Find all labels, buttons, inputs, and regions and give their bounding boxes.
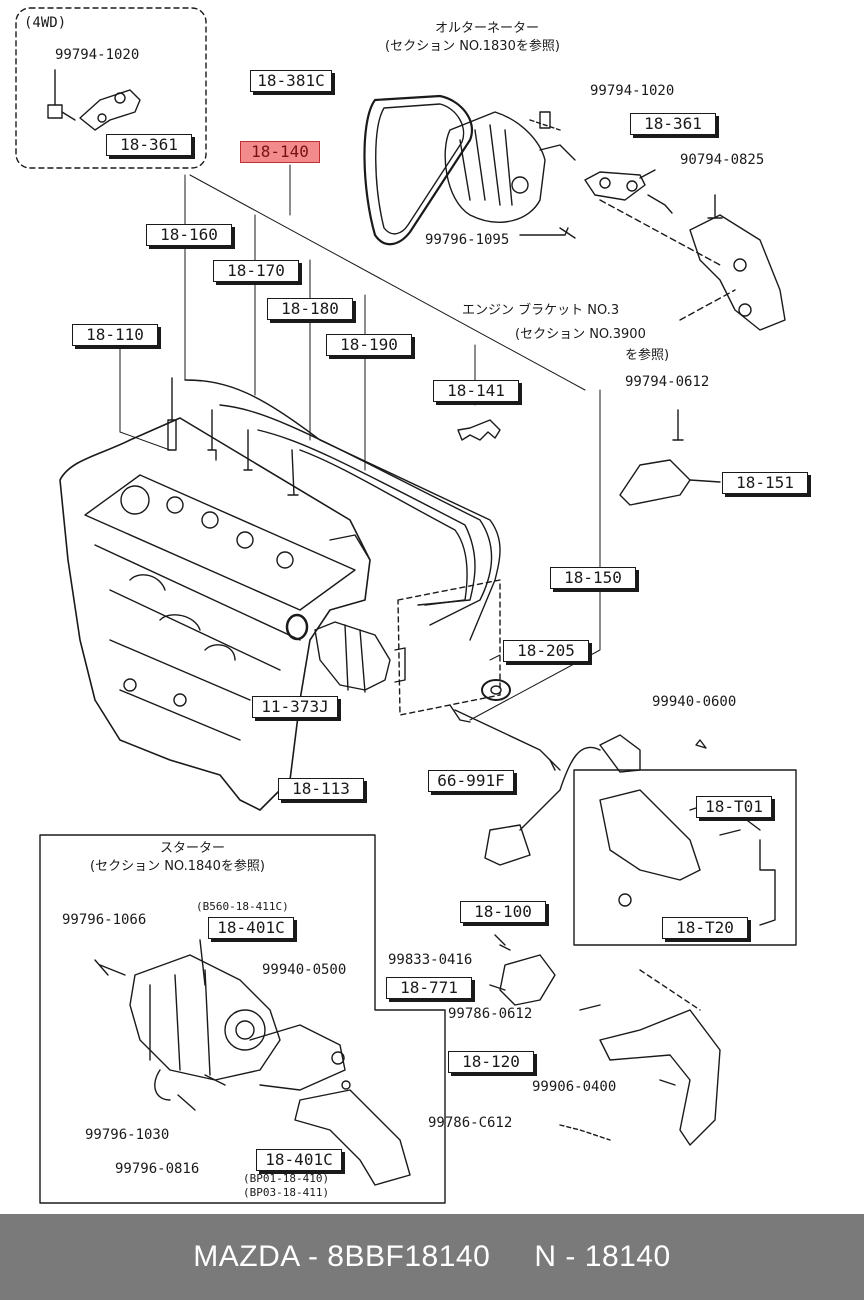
nut-99940-0600: 99940-0600	[652, 694, 737, 710]
starter-drawing	[94, 939, 411, 1186]
seal-18-205[interactable]: 18-205	[503, 640, 589, 662]
highlighted-part-18-140[interactable]: 18-140	[240, 141, 320, 163]
starter-bolt-1066: 99796-1066	[62, 912, 147, 928]
bracket-120-drawing	[489, 934, 721, 1146]
coil-18-T01[interactable]: 18-T01	[696, 796, 772, 818]
bolt-99786-c612: 99786-C612	[428, 1115, 513, 1131]
plug-wire-18-190[interactable]: 18-190	[326, 334, 412, 356]
alternator-drawing	[363, 94, 576, 246]
inset-4wd-title: (4WD)	[24, 15, 67, 31]
engine-block-drawing	[59, 417, 371, 811]
alternator-bolt-right: 90794-0825	[680, 152, 765, 168]
bolt-99794-0612: 99794-0612	[625, 374, 710, 390]
engine-bracket-note-line2: (セクション NO.3900	[515, 327, 646, 342]
spark-plug-wires-drawing	[167, 377, 501, 641]
starter-part-bottom[interactable]: 18-401C	[256, 1149, 342, 1171]
distributor-drawing	[285, 579, 511, 723]
inset-4wd-bolt: 99794-1020	[55, 47, 140, 63]
leader-lines	[119, 164, 601, 721]
footer-text: MAZDA - 8BBF18140 N - 18140	[193, 1240, 671, 1273]
plug-wire-18-160[interactable]: 18-160	[146, 224, 232, 246]
starter-note-line1: スターター	[160, 841, 226, 856]
oring-11-373J[interactable]: 11-373J	[252, 696, 338, 718]
starter-inset-frame	[39, 834, 446, 1204]
alternator-bolt-top: 99794-1020	[590, 83, 675, 99]
coil-18-T20[interactable]: 18-T20	[662, 917, 748, 939]
alternator-bracket-drawing	[519, 111, 673, 239]
parts-diagram: (4WD) 99794-1020 18-361 オルターネーター (セクション …	[15, 7, 808, 1204]
inset-4wd-part[interactable]: 18-361	[106, 134, 192, 156]
ignition-coil-drawing	[454, 709, 797, 946]
footer-bar: MAZDA - 8BBF18140 N - 18140	[0, 1214, 864, 1300]
alternator-bolt-lower: 99796-1095	[425, 232, 510, 248]
bracket-151-drawing	[619, 409, 721, 506]
plug-wire-18-180[interactable]: 18-180	[267, 298, 353, 320]
bracket-18-120[interactable]: 18-120	[448, 1051, 534, 1073]
plug-wire-18-170[interactable]: 18-170	[213, 260, 299, 282]
starter-variant-top: (B560-18-411C)	[196, 900, 289, 913]
coil-assy-18-100[interactable]: 18-100	[460, 901, 546, 923]
bracket-18-151[interactable]: 18-151	[722, 472, 808, 494]
starter-note-line2: (セクション NO.1840を参照)	[90, 859, 265, 874]
distributor-18-150[interactable]: 18-150	[550, 567, 636, 589]
starter-bolt-1030: 99796-1030	[85, 1127, 170, 1143]
belt-ref[interactable]: 18-381C	[250, 70, 332, 92]
plug-18-110[interactable]: 18-110	[72, 324, 158, 346]
nut-99906-0400: 99906-0400	[532, 1079, 617, 1095]
starter-part-top[interactable]: 18-401C	[208, 917, 294, 939]
starter-variant-b2: (BP03-18-411)	[243, 1186, 330, 1199]
sensor-66-991F[interactable]: 66-991F	[428, 770, 514, 792]
starter-nut-0500: 99940-0500	[262, 962, 347, 978]
bolt-99833-0416: 99833-0416	[388, 952, 473, 968]
diagram-linework	[15, 7, 797, 1204]
alternator-note-line1: オルターネーター	[435, 21, 540, 36]
alternator-note-line2: (セクション NO.1830を参照)	[385, 39, 560, 54]
bolt-99786-0612: 99786-0612	[448, 1006, 533, 1022]
alternator-bracket-ref[interactable]: 18-361	[630, 113, 716, 135]
bolt-18-113[interactable]: 18-113	[278, 778, 364, 800]
clip-ref-18-141[interactable]: 18-141	[433, 380, 519, 402]
engine-bracket-note-line1: エンジン ブラケット NO.3	[462, 303, 620, 318]
part-18-771[interactable]: 18-771	[386, 977, 472, 999]
starter-variant-b1: (BP01-18-410)	[243, 1172, 330, 1185]
engine-bracket-drawing	[599, 194, 786, 331]
starter-bolt-0816: 99796-0816	[115, 1161, 200, 1177]
engine-bracket-note-line3: を参照)	[625, 348, 670, 363]
inset-bracket-drawing	[47, 69, 141, 131]
inset-4wd-frame	[15, 7, 207, 169]
